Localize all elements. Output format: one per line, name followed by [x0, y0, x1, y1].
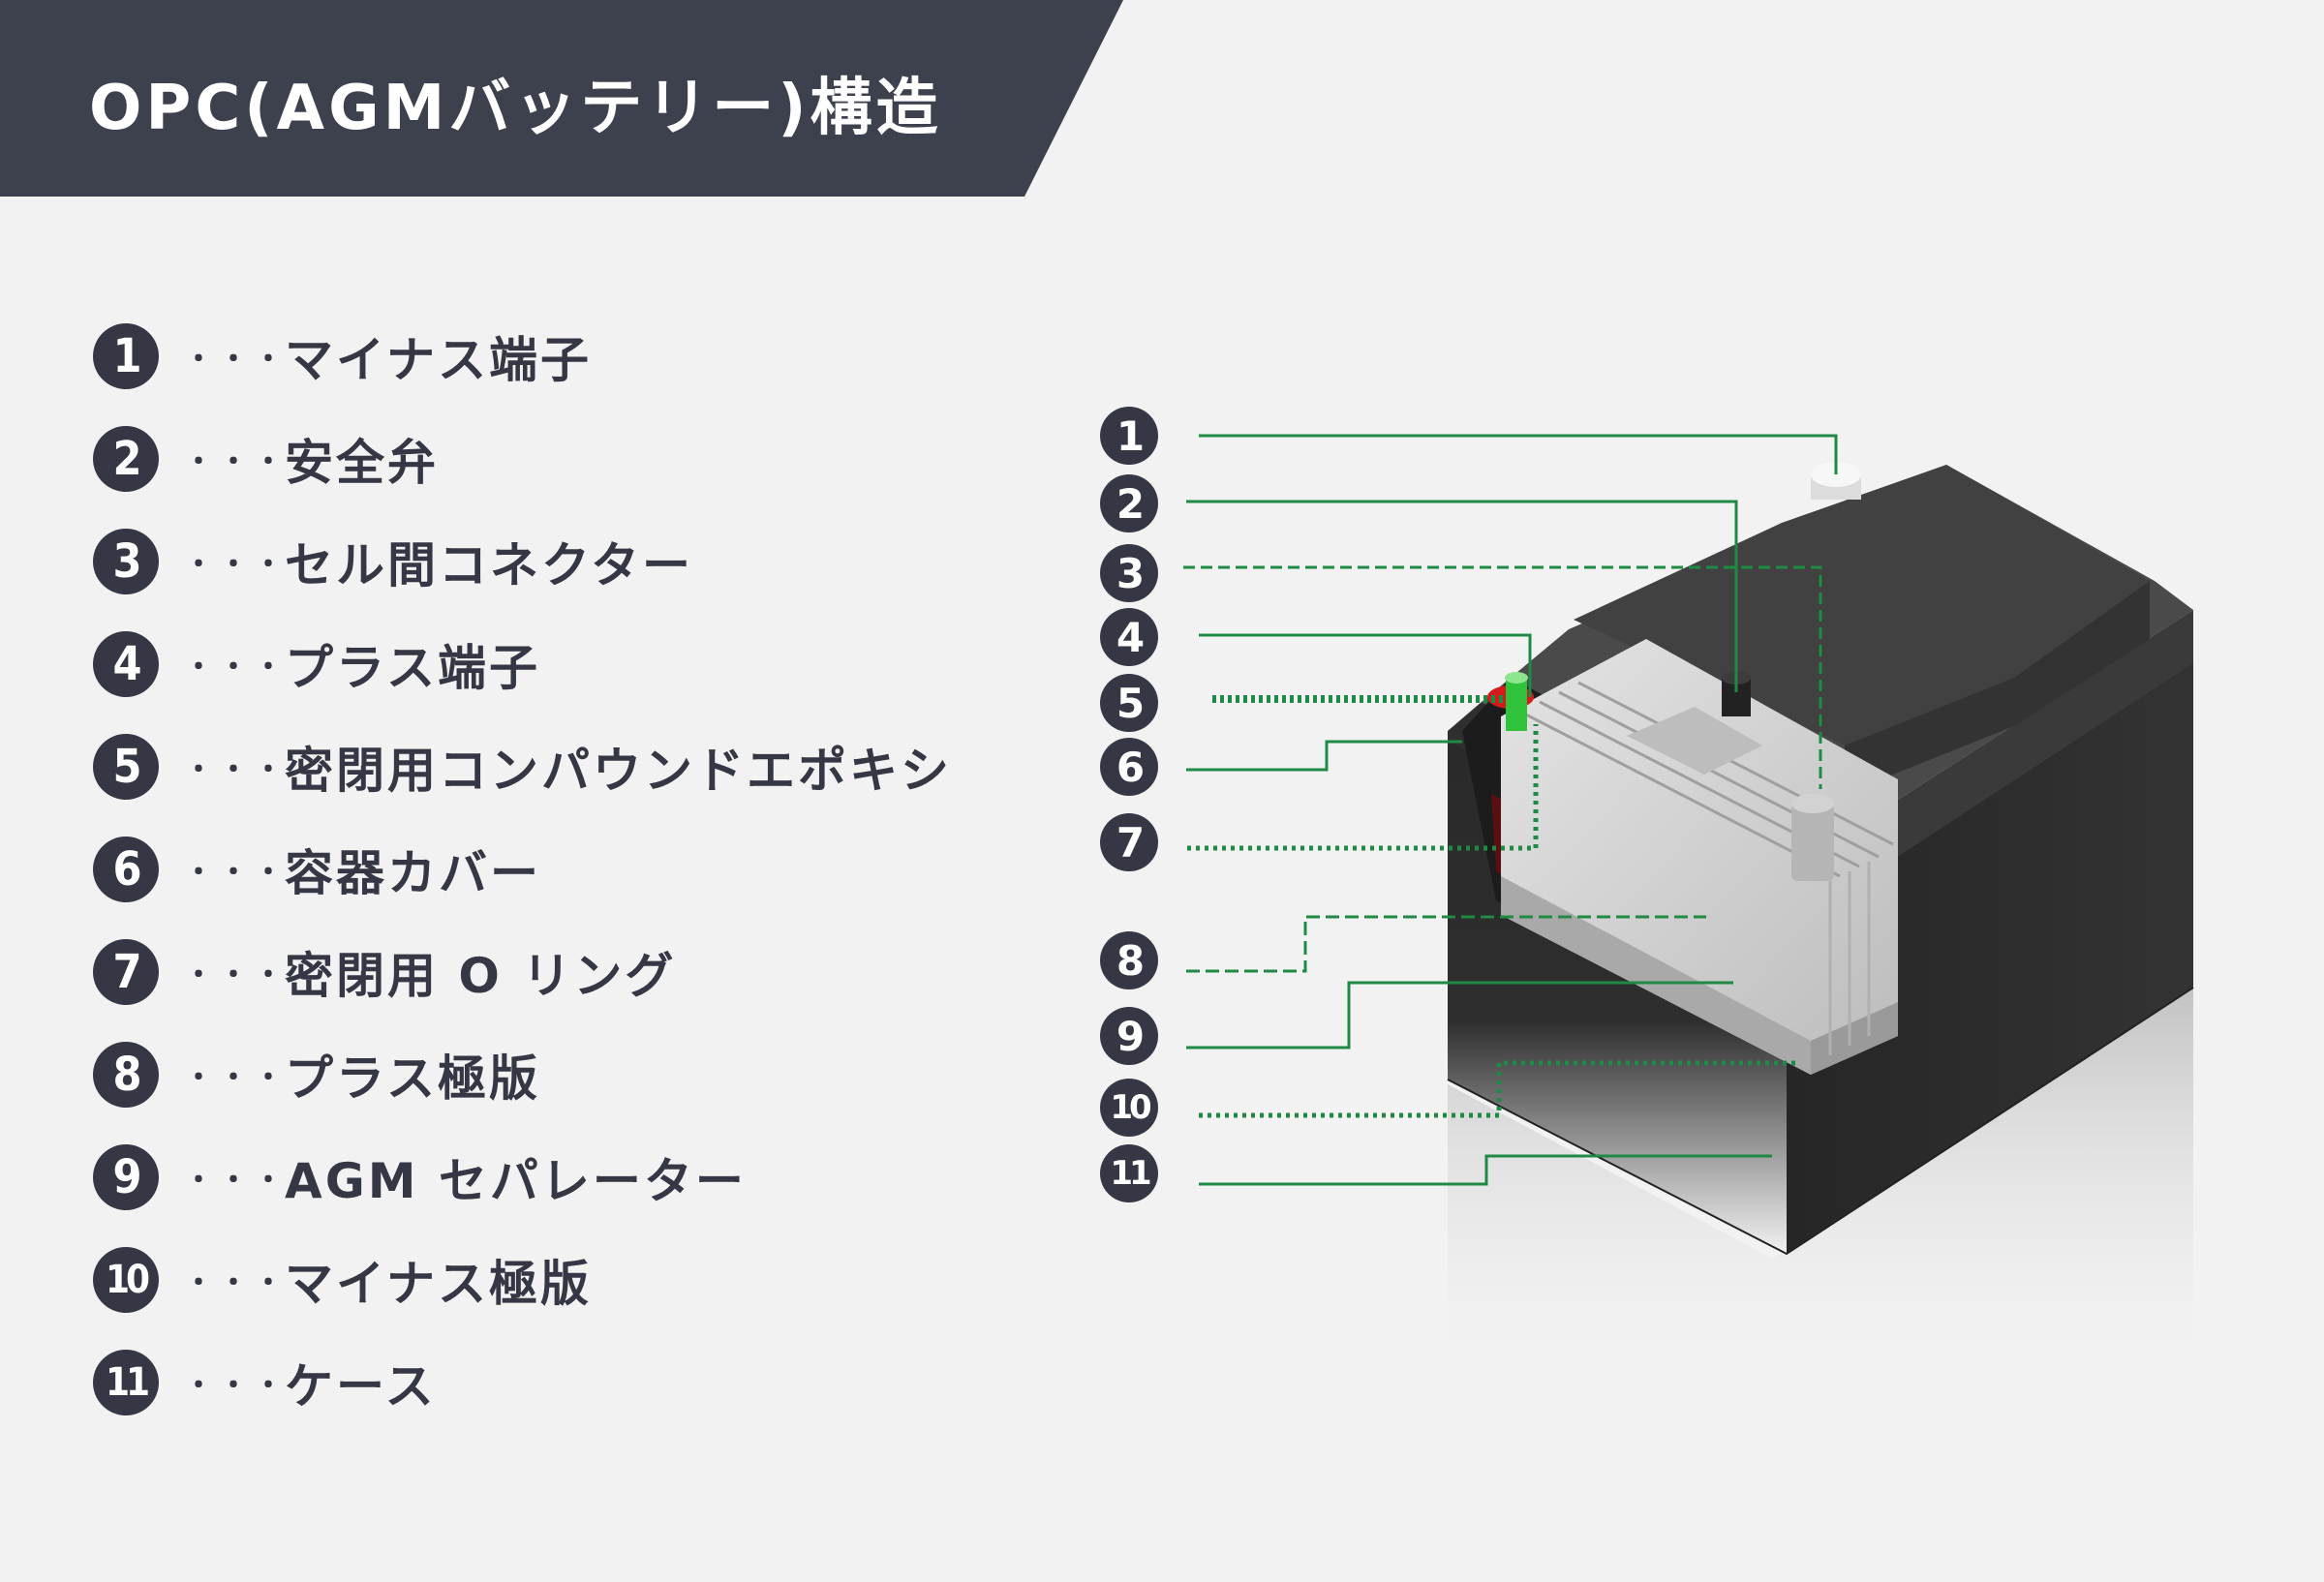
floor-reflection — [1448, 988, 2193, 1394]
legend-number-badge: 6 — [93, 837, 159, 902]
legend-item: 9 ・・・ AGM セパレーター — [93, 1142, 1023, 1212]
leader-line-2 — [1186, 500, 1738, 692]
callout-badge: 3 — [1100, 544, 1158, 602]
legend-item: 7 ・・・ 密閉用 O リング — [93, 937, 1023, 1007]
callout-badge: 6 — [1100, 738, 1158, 796]
legend-item: 3 ・・・ セル間コネクター — [93, 527, 1023, 596]
legend-item: 8 ・・・ プラス極版 — [93, 1040, 1023, 1110]
legend-number-badge: 4 — [93, 631, 159, 697]
legend-number-badge: 7 — [93, 939, 159, 1005]
legend-label: AGM セパレーター — [285, 1153, 747, 1209]
legend-item: 4 ・・・ プラス端子 — [93, 629, 1023, 699]
legend-label: マイナス極版 — [285, 1256, 592, 1312]
callout-badge: 11 — [1100, 1144, 1158, 1202]
legend-label: 密閉用コンパウンドエポキシ — [285, 743, 952, 799]
leader-lines — [1183, 434, 1838, 1186]
legend-number-badge: 8 — [93, 1042, 159, 1108]
legend-number-badge: 5 — [93, 734, 159, 800]
leader-line-6 — [1186, 740, 1462, 772]
leader-line-10 — [1199, 1060, 1797, 1118]
legend-item: 5 ・・・ 密閉用コンパウンドエポキシ — [93, 732, 1023, 802]
legend-label: プラス極版 — [285, 1050, 540, 1107]
legend-number-badge: 10 — [93, 1247, 159, 1313]
legend-number-badge: 2 — [93, 426, 159, 492]
legend-label: プラス端子 — [285, 640, 540, 696]
leader-line-11 — [1199, 1154, 1772, 1186]
legend-label: セル間コネクター — [285, 537, 693, 593]
lid-raised-platform — [1574, 465, 2150, 745]
leader-line-7 — [1187, 724, 1539, 851]
legend-item: 6 ・・・ 容器カバー — [93, 835, 1023, 904]
callout-badge: 9 — [1100, 1007, 1158, 1065]
legend-number-badge: 1 — [93, 323, 159, 389]
leader-line-9 — [1186, 981, 1733, 1050]
callout-badge: 10 — [1100, 1079, 1158, 1137]
legend-label: 密閉用 O リング — [285, 948, 677, 1004]
legend-label: 容器カバー — [285, 845, 541, 901]
callout-badge: 7 — [1100, 813, 1158, 871]
legend-label: ケース — [285, 1358, 437, 1415]
title-banner — [0, 0, 1123, 197]
legend-number-badge: 3 — [93, 529, 159, 594]
legend-label: マイナス端子 — [285, 332, 592, 388]
leader-line-8 — [1186, 915, 1706, 973]
lid-raised-edge — [1845, 581, 2150, 794]
callout-badge: 4 — [1100, 608, 1158, 666]
legend-item: 10 ・・・ マイナス極版 — [93, 1245, 1023, 1315]
legend-item: 2 ・・・ 安全弁 — [93, 424, 1023, 494]
legend-item: 1 ・・・ マイナス端子 — [93, 321, 1023, 391]
page-title: OPC(AGMバッテリー)構造 — [89, 73, 942, 144]
legend-number-badge: 11 — [93, 1350, 159, 1415]
terminal-post — [1791, 804, 1834, 881]
leader-line-1 — [1199, 434, 1838, 474]
positive-terminal — [1506, 678, 1527, 731]
callout-badge: 8 — [1100, 931, 1158, 989]
legend-number-badge: 9 — [93, 1144, 159, 1210]
case-right-face — [1787, 658, 2193, 1254]
leader-line-4 — [1199, 633, 1532, 697]
callout-badge: 2 — [1100, 474, 1158, 532]
case-edge — [1447, 987, 2194, 1256]
legend-item: 11 ・・・ ケース — [93, 1348, 1023, 1417]
leader-line-3 — [1183, 565, 1822, 789]
inter-cell-connector — [1627, 707, 1762, 775]
callout-badge: 5 — [1100, 674, 1158, 732]
callout-badge: 1 — [1100, 407, 1158, 465]
legend-label: 安全弁 — [285, 435, 439, 491]
